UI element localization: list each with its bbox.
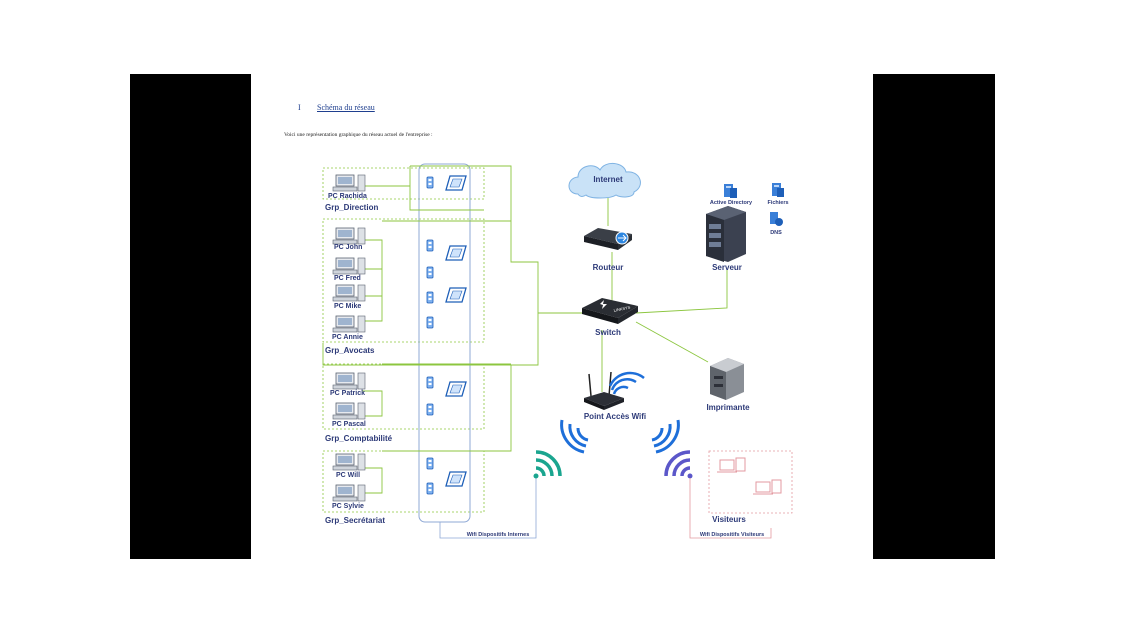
group-label: Grp_Direction bbox=[325, 203, 378, 212]
wifi-internal-bracket bbox=[439, 478, 537, 539]
wifi-zone-panel bbox=[418, 163, 471, 523]
pc-label: PC Annie bbox=[332, 334, 363, 341]
dns-label: DNS bbox=[770, 230, 782, 236]
wifi-internal-icon bbox=[533, 450, 562, 479]
pc-label: PC John bbox=[334, 244, 362, 251]
switch-brand: LINKSYS bbox=[613, 305, 631, 313]
files-icon bbox=[772, 183, 784, 197]
intro-paragraph: Voici une représentation graphique du ré… bbox=[284, 132, 433, 138]
lan-links bbox=[322, 165, 728, 494]
letterbox-left bbox=[130, 74, 251, 559]
wifi-ap-label: Point Accès Wifi bbox=[584, 412, 646, 421]
visitor-devices-icon bbox=[717, 457, 782, 495]
group-label: Grp_Avocats bbox=[325, 346, 375, 355]
wifi-visitors-label: Wifi Dispositifs Visiteurs bbox=[700, 532, 764, 538]
switch-icon: LINKSYS bbox=[582, 298, 638, 324]
visitors-label: Visiteurs bbox=[712, 515, 746, 524]
active-directory-icon bbox=[724, 184, 737, 198]
wifi-access-point-icon bbox=[584, 371, 645, 410]
pc-label: PC Fred bbox=[334, 275, 361, 282]
wifi-internal-label: Wifi Dispositifs Internes bbox=[467, 532, 530, 538]
wifi-visitors-bracket bbox=[689, 478, 772, 539]
visitor-zone bbox=[708, 450, 793, 514]
pc-label: PC Patrick bbox=[330, 390, 365, 397]
pc-label: PC Will bbox=[336, 472, 360, 479]
printer-icon bbox=[710, 358, 744, 400]
document-page: I Schéma du réseau Voici une représentat… bbox=[251, 74, 873, 559]
files-label: Fichiers bbox=[767, 200, 788, 206]
section-title[interactable]: Schéma du réseau bbox=[317, 103, 375, 112]
server-label: Serveur bbox=[712, 263, 742, 272]
printer-label: Imprimante bbox=[706, 403, 750, 412]
group-label: Grp_Comptabilité bbox=[325, 434, 393, 443]
router-icon bbox=[584, 228, 632, 250]
internal-devices bbox=[426, 175, 467, 495]
router-label: Routeur bbox=[593, 263, 624, 272]
pc-label: PC Pascal bbox=[332, 421, 366, 428]
active-directory-label: Active Directory bbox=[710, 200, 753, 206]
pc-label: PC Mike bbox=[334, 303, 361, 310]
internet-cloud-icon bbox=[568, 163, 641, 199]
pc-label: PC Sylvie bbox=[332, 503, 364, 510]
pc-label: PC Rachida bbox=[328, 193, 367, 200]
switch-label: Switch bbox=[595, 328, 621, 337]
internet-label: Internet bbox=[593, 175, 623, 184]
section-number: I bbox=[298, 103, 301, 112]
group-label: Grp_Secrétariat bbox=[325, 516, 385, 525]
dns-icon bbox=[770, 212, 783, 226]
wifi-waves-icon bbox=[560, 419, 680, 454]
letterbox-right bbox=[873, 74, 995, 559]
wifi-visitors-icon bbox=[664, 450, 693, 479]
server-icon bbox=[706, 206, 746, 262]
